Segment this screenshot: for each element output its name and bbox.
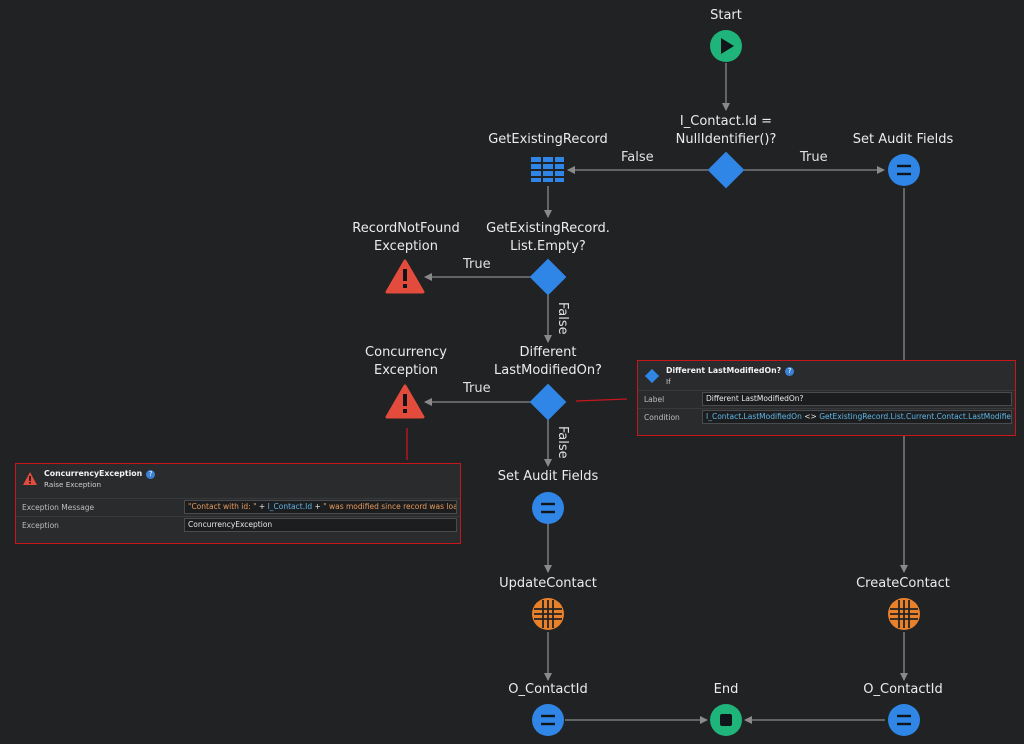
if-label-key: Label	[644, 394, 665, 404]
cond-part-op: <>	[801, 412, 820, 421]
edge-label-true-1: True	[800, 150, 828, 165]
edge-label-false-3: False	[555, 426, 570, 459]
entity-action-create-contact[interactable]	[888, 598, 920, 630]
msg-part-p1: +	[256, 502, 268, 511]
if-condition-field[interactable]: I_Contact.LastModifiedOn <> GetExistingR…	[702, 410, 1012, 424]
exception-message-field[interactable]: "Contact with id: " + I_Contact.Id + " w…	[184, 500, 457, 514]
callout-line-if	[575, 398, 628, 402]
aggregate-icon	[531, 157, 564, 182]
msg-part-s2: " was modified since record was loaded"	[323, 502, 457, 511]
cond-part-d: GetExistingRecord.List.Current.Contact.L…	[819, 412, 1012, 421]
end-node[interactable]	[710, 704, 742, 736]
label-if-different-lmo: Different LastModifiedOn?	[494, 345, 602, 378]
exception-key: Exception	[22, 520, 59, 530]
label-record-not-found: RecordNotFound Exception	[352, 221, 460, 254]
edge-label-true-2: True	[463, 257, 491, 272]
if-condition-row: Condition I_Contact.LastModifiedOn <> Ge…	[638, 407, 1015, 426]
label-set-audit-fields-top: Set Audit Fields	[852, 132, 954, 147]
entity-grid-icon	[890, 600, 918, 628]
decision-different-lmo[interactable]	[529, 383, 567, 421]
warning-icon	[23, 472, 37, 486]
help-icon[interactable]: ?	[785, 366, 795, 376]
equals-icon	[541, 714, 555, 726]
exception-panel-title: ConcurrencyException	[44, 469, 143, 478]
start-node[interactable]	[710, 30, 742, 62]
label-if-list-empty: GetExistingRecord. List.Empty?	[486, 221, 610, 254]
msg-part-p2: +	[312, 502, 324, 511]
label-if-contact-id: I_Contact.Id = NullIdentifier()?	[675, 114, 777, 147]
cond-part-a: I_Contact	[706, 412, 742, 421]
decision-list-empty[interactable]	[529, 258, 567, 296]
decision-icon	[644, 368, 660, 383]
connectors	[424, 63, 908, 724]
play-icon	[721, 38, 734, 54]
assign-o-contactid-left[interactable]	[532, 704, 564, 736]
label-o-contactid-left: O_ContactId	[508, 682, 588, 697]
label-create-contact: CreateContact	[856, 576, 950, 591]
exception-properties-panel: ConcurrencyException? Raise Exception Ex…	[15, 463, 461, 544]
cond-part-b: .	[741, 412, 744, 421]
if-properties-panel: Different LastModifiedOn?? If Label Diff…	[637, 360, 1016, 436]
warning-icon	[403, 394, 407, 406]
label-o-contactid-right: O_ContactId	[863, 682, 943, 697]
if-panel-subtitle: If	[666, 376, 671, 386]
equals-icon	[897, 164, 911, 176]
warning-icon	[403, 269, 407, 281]
cond-part-c: LastModifiedOn	[743, 412, 802, 421]
callout-lines	[406, 398, 628, 460]
edge-label-false-2: False	[555, 302, 570, 335]
exception-record-not-found[interactable]	[385, 259, 425, 294]
label-start: Start	[710, 8, 742, 23]
label-update-contact: UpdateContact	[499, 576, 597, 591]
exception-message-key: Exception Message	[22, 502, 95, 512]
if-label-row: Label Different LastModifiedOn?	[638, 389, 1015, 408]
label-set-audit-fields-mid: Set Audit Fields	[497, 469, 599, 484]
edge-label-true-3: True	[463, 381, 491, 396]
equals-icon	[897, 714, 911, 726]
msg-part-s1: "Contact with id: "	[188, 502, 257, 511]
entity-action-update-contact[interactable]	[532, 598, 564, 630]
if-condition-key: Condition	[644, 412, 680, 422]
exception-row: Exception ConcurrencyException	[16, 515, 460, 534]
label-get-existing-record: GetExistingRecord	[488, 132, 608, 147]
aggregate-get-existing-record[interactable]	[531, 157, 564, 182]
stop-icon	[720, 714, 732, 726]
equals-icon	[541, 502, 555, 514]
label-concurrency-exception: Concurrency Exception	[365, 345, 447, 378]
if-label-field[interactable]: Different LastModifiedOn?	[702, 392, 1012, 406]
label-end: End	[713, 682, 739, 697]
exception-concurrency[interactable]	[385, 384, 425, 419]
assign-set-audit-fields-top[interactable]	[888, 154, 920, 186]
exception-field[interactable]: ConcurrencyException	[184, 518, 457, 532]
edge-label-false-1: False	[621, 150, 654, 165]
assign-set-audit-fields-mid[interactable]	[532, 492, 564, 524]
msg-part-v1: I_Contact.Id	[267, 502, 313, 511]
help-icon[interactable]: ?	[146, 469, 156, 479]
exception-message-row: Exception Message "Contact with id: " + …	[16, 497, 460, 516]
decision-contact-id[interactable]	[707, 151, 745, 189]
exception-panel-subtitle: Raise Exception	[44, 479, 102, 489]
if-panel-title: Different LastModifiedOn?	[666, 366, 782, 375]
entity-grid-icon	[534, 600, 562, 628]
assign-o-contactid-right[interactable]	[888, 704, 920, 736]
